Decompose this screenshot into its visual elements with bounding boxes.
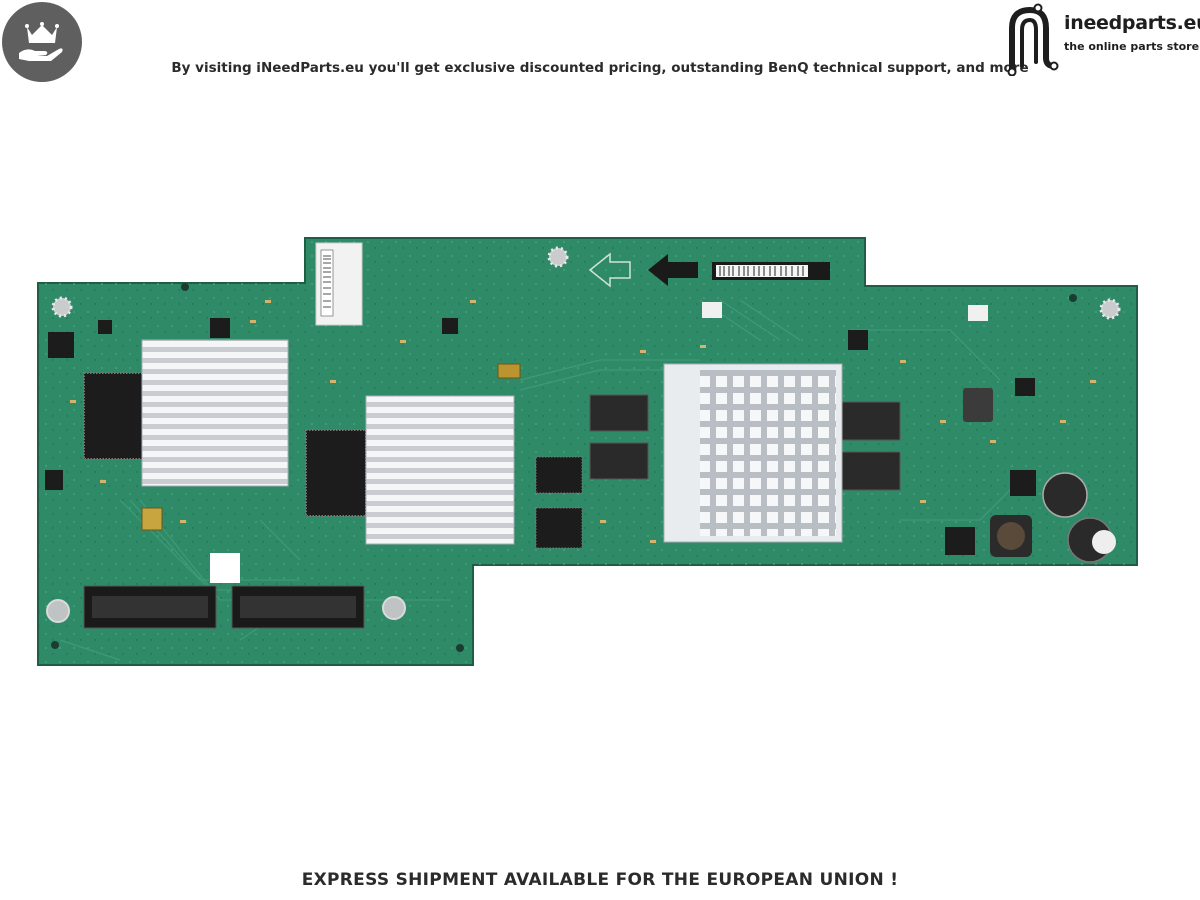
heatsink-left	[141, 339, 289, 487]
silkscreen-arrows	[588, 252, 698, 288]
warranty-seal	[315, 242, 363, 326]
brand-name: ineedparts.eu	[1064, 12, 1200, 34]
heatsink-right	[663, 363, 843, 543]
promo-banner: By visiting iNeedParts.eu you'll get exc…	[171, 60, 1029, 76]
brand-tagline: the online parts store	[1064, 40, 1200, 53]
power-components	[963, 388, 1116, 563]
test-pad	[968, 305, 988, 321]
capacitor-small	[141, 507, 163, 531]
serial-barcode-label	[712, 262, 830, 280]
smd-components	[70, 300, 1096, 543]
mounting-holes	[46, 246, 1121, 652]
heatsink-middle	[365, 395, 515, 545]
test-pad	[702, 302, 722, 318]
brand-logo[interactable]: ineedparts.eu the online parts store	[1002, 2, 1200, 77]
crown-badge	[2, 2, 82, 82]
crystal-oscillator	[497, 363, 521, 379]
circuit-n-logo-icon	[1007, 3, 1059, 77]
ribbon-connectors	[83, 585, 365, 629]
shipping-banner: EXPRESS SHIPMENT AVAILABLE FOR THE EUROP…	[301, 870, 899, 890]
crown-hand-icon	[19, 22, 63, 61]
label-sticker	[210, 553, 240, 583]
